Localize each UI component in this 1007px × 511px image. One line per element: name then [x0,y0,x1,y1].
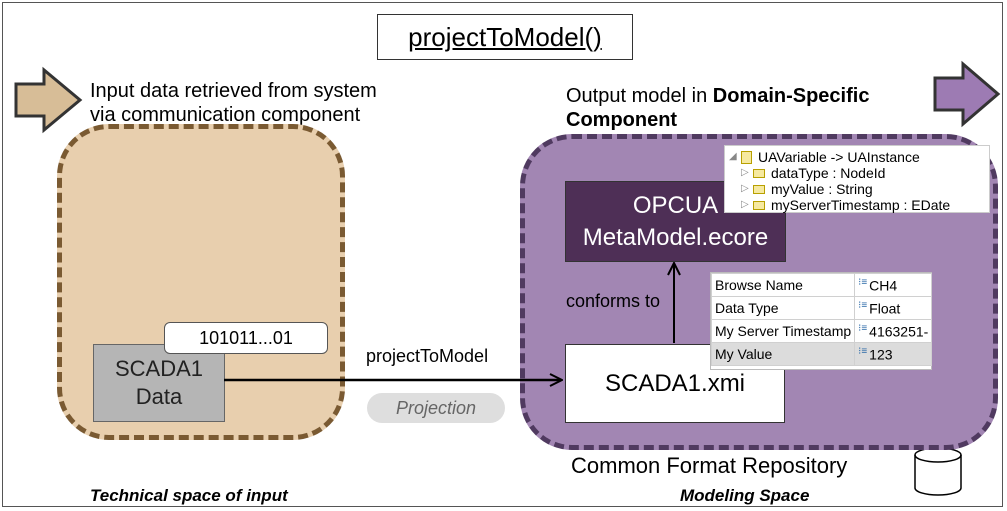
property-value-cell[interactable]: ⁝≡CH4 [854,273,933,297]
property-value-icon: ⁝≡ [858,276,868,288]
scada-data-line-1: SCADA1 [114,356,204,381]
property-row[interactable]: My Server Timestamp ⁝≡4163251- [710,319,933,343]
property-value-cell[interactable]: ⁝≡123 [854,342,933,366]
attribute-icon [753,184,765,194]
input-block-arrow [14,66,83,134]
property-value-icon: ⁝≡ [858,322,868,334]
tree-item-label: dataType : NodeId [771,165,886,181]
tree-item[interactable]: ▷ myServerTimestamp : EDate [729,197,989,213]
tree-item-label: myServerTimestamp : EDate [771,197,951,213]
property-row[interactable]: My Value ⁝≡123 [710,342,933,366]
property-key: Data Type [710,296,856,320]
attribute-icon [753,200,765,210]
title-box: projectToModel() [377,14,633,60]
space-left-label: Technical space of input [90,486,288,505]
model-tree: ◢ UAVariable -> UAInstance ▷ dataType : … [724,145,990,213]
output-caption-bold-2: Component [566,109,678,131]
property-key: My Server Timestamp [710,319,856,343]
projecttomodel-label: projectToModel [366,346,489,366]
conforms-label: conforms to [566,291,661,311]
output-caption-bold-1: Domain-Specific [712,85,870,107]
input-caption-line-2: via communication component [90,104,361,126]
xmi-box: SCADA1.xmi [565,344,785,423]
projection-pill: Projection [367,393,505,423]
property-row[interactable]: Browse Name ⁝≡CH4 [710,273,933,297]
output-block-arrow [933,60,1001,128]
scada-data-line-2: Data [135,384,183,409]
metamodel-line-2: MetaModel.ecore [582,223,769,251]
scada-data-box: SCADA1 Data [93,344,225,422]
tree-root[interactable]: ◢ UAVariable -> UAInstance [729,149,989,165]
output-caption-prefix: Output model in [566,85,713,107]
collapsed-triangle-icon[interactable]: ▷ [741,167,749,178]
title: projectToModel() [408,21,602,52]
space-right-label: Modeling Space [680,486,810,505]
property-value: 123 [869,346,893,363]
output-caption: Output model in Domain-Specific Componen… [566,84,869,132]
tree-item-label: myValue : String [771,181,873,197]
bits-label: 101011...01 [164,322,328,354]
input-caption-line-1: Input data retrieved from system [90,80,377,102]
property-value: CH4 [869,277,898,294]
tree-item[interactable]: ▷ myValue : String [729,181,989,197]
repository-icon [914,447,962,496]
property-value-cell[interactable]: ⁝≡4163251- [854,319,933,343]
collapsed-triangle-icon[interactable]: ▷ [741,199,749,210]
expand-triangle-icon[interactable]: ◢ [729,151,737,162]
property-row[interactable]: Data Type ⁝≡Float [710,296,933,320]
tree-root-label: UAVariable -> UAInstance [758,149,920,165]
attribute-icon [753,168,765,178]
property-value: Float [869,300,901,317]
property-key: Browse Name [710,273,856,297]
metamodel-line-1: OPCUA [632,191,719,219]
input-caption: Input data retrieved from system via com… [90,79,377,127]
property-key: My Value [710,342,856,366]
tree-item[interactable]: ▷ dataType : NodeId [729,165,989,181]
property-value-icon: ⁝≡ [858,345,868,357]
property-value-icon: ⁝≡ [858,299,868,311]
collapsed-triangle-icon[interactable]: ▷ [741,183,749,194]
repository-label: Common Format Repository [571,453,848,478]
property-value-cell[interactable]: ⁝≡Float [854,296,933,320]
properties-table: Browse Name ⁝≡CH4 Data Type ⁝≡Float My S… [710,272,933,370]
property-value: 4163251- [869,323,929,340]
class-icon [741,150,752,164]
